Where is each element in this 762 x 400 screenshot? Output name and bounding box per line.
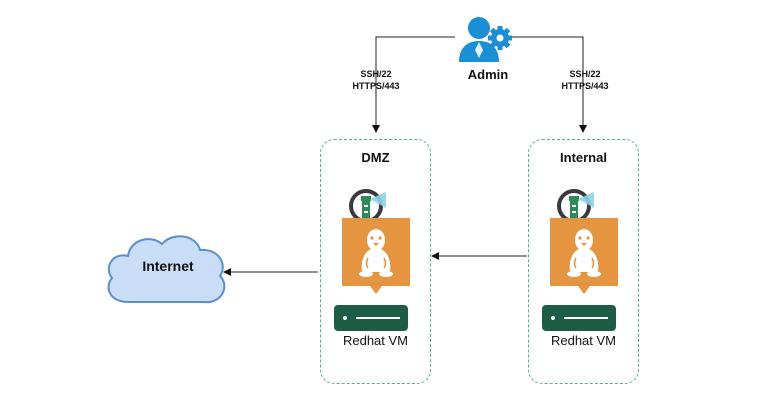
server-led (343, 316, 347, 320)
connector-admin-to-dmz (372, 36, 455, 133)
admin-label: Admin (467, 67, 509, 82)
server-icon (334, 305, 408, 331)
cloud-icon (107, 235, 226, 304)
protocol-ssh: SSH/22 (569, 69, 601, 79)
server-bar (356, 317, 400, 319)
server-icon (542, 305, 616, 331)
vm-label: Redhat VM (550, 333, 617, 348)
vm-label: Redhat VM (342, 333, 409, 348)
zone-title: DMZ (361, 150, 390, 165)
protocol-https: HTTPS/443 (352, 81, 400, 91)
connector-admin-to-internal (512, 36, 587, 133)
connection-label-admin-internal: SSH/22 HTTPS/443 (553, 68, 617, 92)
zone-internal: Internal Redhat VM (528, 139, 639, 384)
server-led (551, 316, 555, 320)
protocol-https: HTTPS/443 (561, 81, 609, 91)
zone-dmz: DMZ Redhat VM (320, 139, 431, 384)
linux-tux-icon (342, 218, 410, 294)
protocol-ssh: SSH/22 (360, 69, 392, 79)
zone-title: Internal (560, 150, 607, 165)
connection-label-admin-dmz: SSH/22 HTTPS/443 (344, 68, 408, 92)
internet-label: Internet (142, 258, 194, 274)
linux-tux-icon (550, 218, 618, 294)
server-bar (564, 317, 608, 319)
admin-user-gear-icon (459, 17, 512, 62)
